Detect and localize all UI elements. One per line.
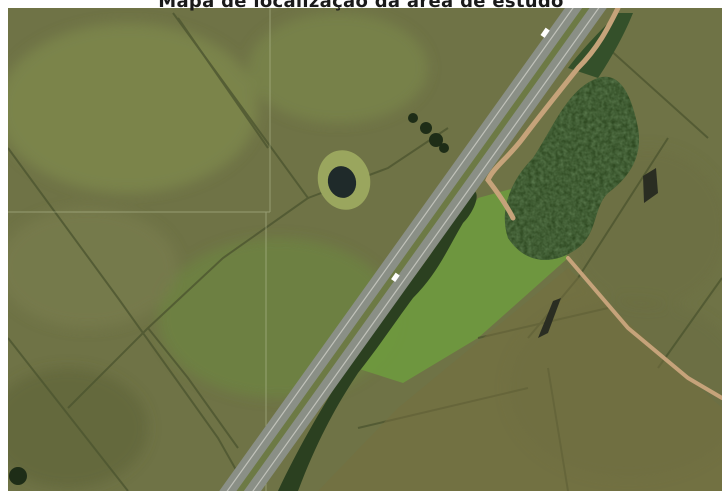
dry-field bbox=[318, 268, 722, 491]
map-caption: Mapa de localização da área de estudo bbox=[158, 0, 564, 12]
tree-line bbox=[278, 190, 477, 491]
highway bbox=[219, 8, 607, 491]
pond bbox=[317, 150, 371, 210]
small-ponds bbox=[538, 168, 658, 338]
aerial-map[interactable] bbox=[8, 8, 722, 491]
dirt-road bbox=[485, 8, 722, 400]
